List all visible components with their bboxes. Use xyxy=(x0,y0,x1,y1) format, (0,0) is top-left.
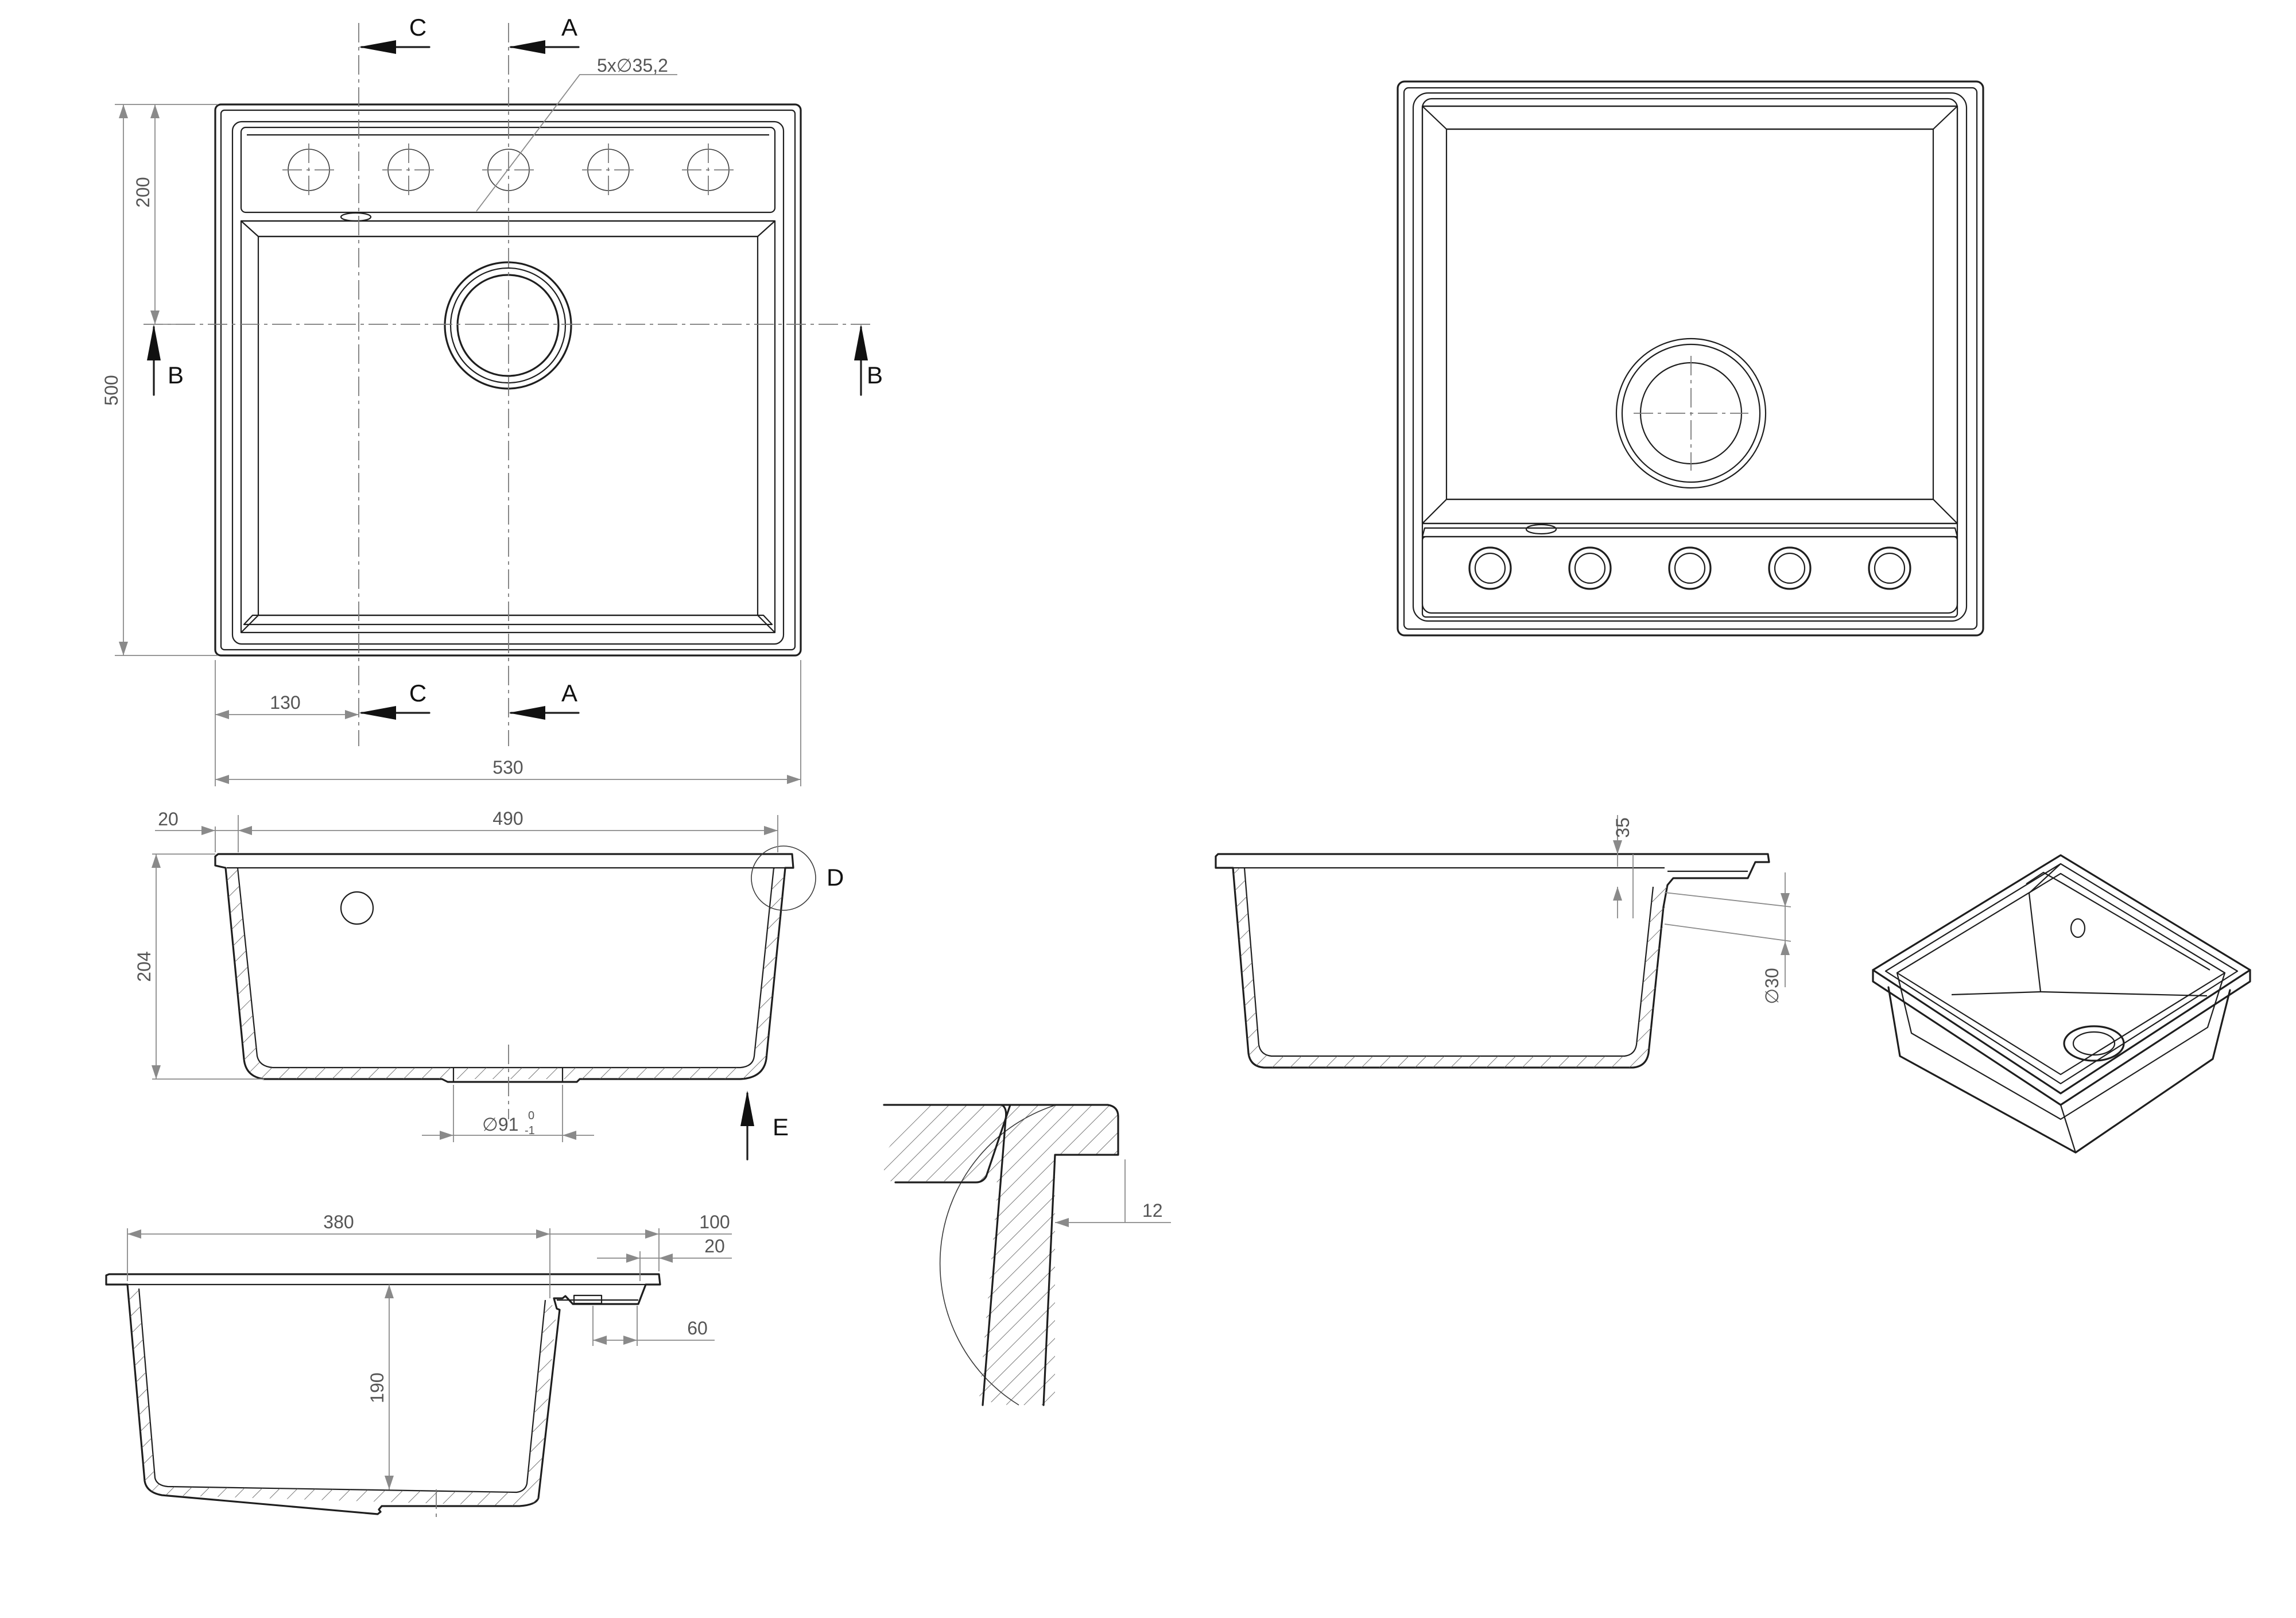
tap-hole-icon xyxy=(1668,546,1712,590)
tap-hole-icon xyxy=(1768,546,1812,590)
tap-hole-icon xyxy=(682,143,735,196)
tap-hole-icon xyxy=(1468,546,1512,590)
drain-icon xyxy=(2063,1025,2125,1062)
dim-wall-thickness: 12 xyxy=(1142,1200,1163,1221)
overflow-icon xyxy=(1525,523,1557,535)
dim-section-rear-rim: 20 xyxy=(704,1236,725,1256)
section-marker-c-bottom: C xyxy=(359,680,430,720)
overflow-icon xyxy=(2070,918,2086,938)
plan-view: C A C A B B 5x∅35,2 500 xyxy=(101,14,883,786)
tap-hole-icon xyxy=(1568,546,1612,590)
tap-hole-icon xyxy=(282,143,335,196)
dim-rim-height: 35 xyxy=(1612,817,1633,838)
dim-bowl-width: 490 xyxy=(492,808,523,829)
tap-hole-icon xyxy=(382,143,435,196)
dim-overall-width: 530 xyxy=(492,757,523,778)
overflow-hole-icon xyxy=(340,891,374,925)
svg-text:C: C xyxy=(409,680,426,707)
dim-section-bowl-depth: 190 xyxy=(367,1372,387,1403)
svg-text:B: B xyxy=(168,362,184,389)
drain-icon xyxy=(1615,337,1767,489)
detail-d-circle xyxy=(751,845,816,911)
dim-section-bowl-length: 380 xyxy=(323,1212,354,1232)
detail-d-view: 12 xyxy=(883,1104,1171,1406)
svg-text:C: C xyxy=(409,14,426,41)
dim-section-ledge-drop: 60 xyxy=(687,1318,708,1338)
dim-front-to-drain: 200 xyxy=(133,177,153,207)
section-marker-b-left: B xyxy=(147,324,184,396)
svg-text:A: A xyxy=(561,14,577,41)
dim-side-to-drain: 130 xyxy=(270,692,300,713)
rear-plan-view xyxy=(1397,80,1984,637)
tap-hole-icon xyxy=(582,143,635,196)
section-marker-b-right: B xyxy=(854,324,883,396)
svg-text:E: E xyxy=(773,1113,789,1140)
dim-bowl-depth: 204 xyxy=(134,951,154,981)
view-marker-e: E xyxy=(740,1091,789,1161)
dim-rim-width: 20 xyxy=(158,809,179,829)
dim-tap-holes: 5x∅35,2 xyxy=(597,55,668,76)
front-section-view: D E 20 490 204 ∅91 0 -1 xyxy=(134,808,844,1161)
dim-drain-diameter: ∅91 xyxy=(482,1114,518,1135)
svg-text:B: B xyxy=(867,362,883,389)
svg-text:A: A xyxy=(561,680,577,707)
tap-hole-icon xyxy=(1868,546,1911,590)
side-section-view: 380 100 20 60 190 xyxy=(105,1212,732,1521)
dim-drain-tol-lower: -1 xyxy=(525,1124,535,1137)
section-marker-a-top: A xyxy=(509,14,580,54)
tap-holes xyxy=(1468,546,1911,590)
dim-overflow-diameter: ∅30 xyxy=(1762,968,1782,1004)
detail-d-label: D xyxy=(827,864,844,891)
isometric-view xyxy=(1872,854,2251,1154)
overflow-icon xyxy=(340,212,372,222)
dim-section-rear-ledge: 100 xyxy=(699,1212,730,1232)
section-marker-a-bottom: A xyxy=(509,680,580,720)
dim-overall-depth: 500 xyxy=(101,375,122,405)
drain-icon xyxy=(444,261,572,390)
section-marker-c-top: C xyxy=(359,14,430,54)
dim-drain-tol-upper: 0 xyxy=(528,1109,534,1122)
rear-section-view: 35 ∅30 xyxy=(1215,815,1791,1069)
